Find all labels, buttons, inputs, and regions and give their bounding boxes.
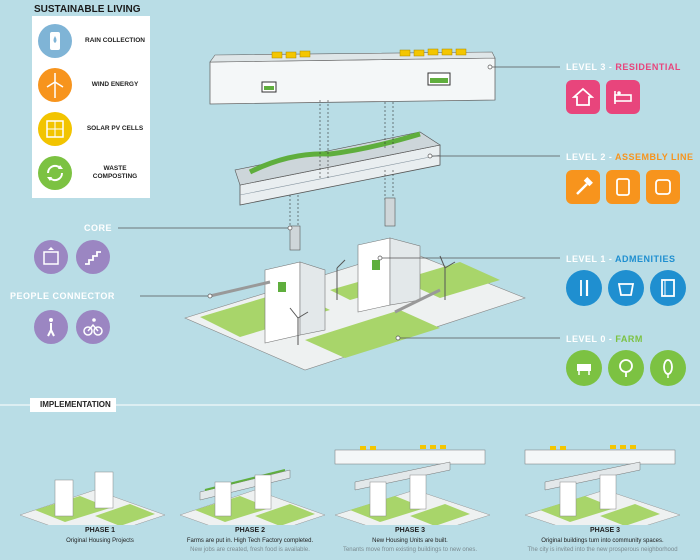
leader-lines <box>118 64 560 341</box>
connector-ramp <box>209 280 271 298</box>
level3-building <box>209 48 496 105</box>
level0-prefix: LEVEL 0 - <box>566 334 616 344</box>
phase1-text: Original Housing Projects <box>66 538 134 544</box>
fork-knife-icon <box>566 270 602 306</box>
level2-label: LEVEL 2 - ASSEMBLY LINE <box>566 152 694 162</box>
connector-ramp-2 <box>394 288 441 314</box>
tree-icon <box>608 350 644 386</box>
rain-drop-icon <box>38 24 72 58</box>
book-icon <box>650 270 686 306</box>
square-icon <box>646 170 680 204</box>
corn-icon <box>650 350 686 386</box>
phase3-title: PHASE 3 <box>395 527 425 534</box>
phase2-title: PHASE 2 <box>235 527 265 534</box>
level3-prefix: LEVEL 3 - <box>566 62 616 72</box>
level2-prefix: LEVEL 2 - <box>566 152 616 162</box>
farm-base <box>184 249 526 371</box>
elevator-icon <box>34 240 68 274</box>
implementation-title: IMPLEMENTATION <box>40 400 111 409</box>
implementation-bar <box>0 398 700 412</box>
sl-label-solar: SOLAR PV CELLS <box>86 125 144 133</box>
bed-icon <box>606 80 640 114</box>
core-shaft-2 <box>384 197 396 227</box>
recycle-icon <box>38 156 72 190</box>
sl-item-waste: WASTE COMPOSTING <box>36 154 148 192</box>
phase1-title: PHASE 1 <box>85 527 115 534</box>
solar-panel-icon <box>38 112 72 146</box>
exploded-diagram <box>118 48 560 371</box>
phase-thumbnails <box>19 445 681 525</box>
hammer-icon <box>566 170 600 204</box>
house-icon <box>566 80 600 114</box>
phase2-text: Farms are put in. High Tech Factory comp… <box>186 538 314 544</box>
sl-item-rain: RAIN COLLECTION <box>36 22 148 60</box>
phase2-thumbnail <box>179 469 326 525</box>
phase3-text: New Housing Units are built. <box>372 538 448 544</box>
stairs-icon <box>76 240 110 274</box>
walker-icon <box>34 310 68 344</box>
core-dashed-lines <box>289 100 394 230</box>
sl-label-waste: WASTE COMPOSTING <box>92 165 138 180</box>
sl-label-rain: RAIN COLLECTION <box>85 37 145 45</box>
tablet-icon <box>606 170 640 204</box>
level2-building <box>234 131 441 206</box>
phase4-text: Original buildings turn into community s… <box>541 538 664 544</box>
core-shaft <box>289 225 301 251</box>
wind-turbine-icon <box>38 68 72 102</box>
cow-icon <box>566 350 602 386</box>
phase4-sub: The city is invited into the new prosper… <box>527 547 678 553</box>
sl-item-solar: SOLAR PV CELLS <box>36 110 148 148</box>
level3-name: RESIDENTIAL <box>615 62 681 72</box>
sl-item-wind: WIND ENERGY <box>36 66 148 104</box>
level0-label: LEVEL 0 - FARM <box>566 334 643 344</box>
sl-label-wind: WIND ENERGY <box>91 81 139 89</box>
level2-name: ASSEMBLY LINE <box>615 152 694 162</box>
level0-name: FARM <box>615 334 643 344</box>
phase3-thumbnail <box>334 445 491 525</box>
sustainable-living-panel: SUSTAINABLE LIVING RAIN COLLECTION WIND … <box>32 4 150 198</box>
level1-label: LEVEL 1 - ADMENITIES <box>566 254 676 264</box>
level1-name: ADMENITIES <box>615 254 676 264</box>
phase2-sub: New jobs are created, fresh food is avai… <box>190 547 310 553</box>
tower-left <box>264 261 326 344</box>
people-connector-label: PEOPLE CONNECTOR <box>10 291 115 301</box>
phase4-title: PHASE 3 <box>590 527 620 534</box>
phase1-thumbnail <box>19 471 166 525</box>
tower-right <box>357 237 421 313</box>
bucket-icon <box>608 270 644 306</box>
level3-label: LEVEL 3 - RESIDENTIAL <box>566 62 681 72</box>
level1-prefix: LEVEL 1 - <box>566 254 616 264</box>
core-label: CORE <box>84 223 113 233</box>
sustainable-living-title: SUSTAINABLE LIVING <box>34 4 141 15</box>
phase3b-thumbnail <box>524 445 681 525</box>
cyclist-icon <box>76 310 110 344</box>
phase3-sub: Tenants move from existing buildings to … <box>342 547 478 553</box>
